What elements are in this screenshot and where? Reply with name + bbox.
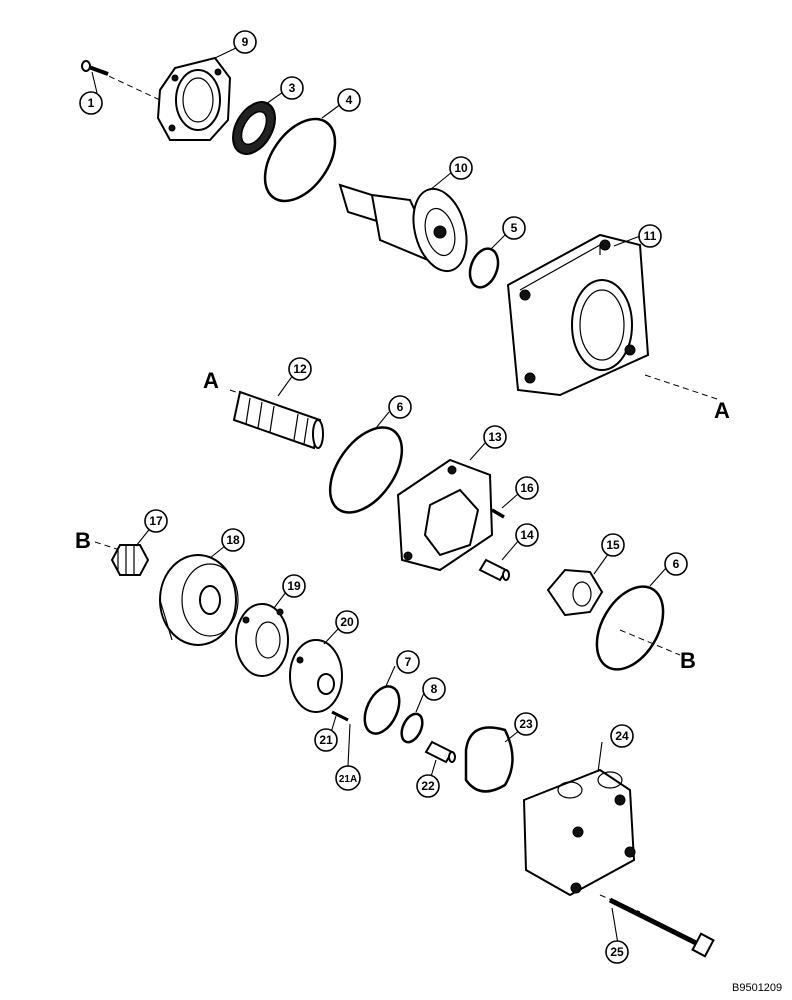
callout-8: 8	[422, 677, 446, 701]
callout-24: 24	[610, 724, 634, 748]
axis-line-a-right	[644, 374, 721, 401]
part-bolt-25	[608, 897, 715, 958]
axis-line-top	[99, 71, 161, 101]
callout-7: 7	[396, 650, 420, 674]
section-marker-a-right: A	[714, 398, 730, 423]
part-oring-6-upper	[328, 426, 404, 514]
part-ring-5	[468, 247, 500, 289]
svg-text:4: 4	[346, 93, 353, 107]
part-screw-1	[81, 60, 109, 76]
part-gear-17	[110, 544, 150, 576]
section-marker-a-left: A	[203, 368, 219, 393]
callout-15: 15	[601, 533, 625, 557]
callout-9: 9	[233, 30, 257, 54]
svg-text:6: 6	[673, 557, 680, 571]
svg-text:15: 15	[606, 538, 620, 552]
callout-12: 12	[288, 357, 312, 381]
svg-text:16: 16	[520, 481, 534, 495]
axis-line-b-right	[619, 629, 681, 656]
svg-text:25: 25	[610, 945, 624, 959]
section-marker-b-left: B	[75, 528, 91, 553]
part-plate-19	[235, 603, 289, 677]
part-pin-22	[424, 740, 456, 764]
part-plate-13	[396, 458, 494, 572]
callout-21a: 21A	[335, 765, 361, 791]
svg-text:12: 12	[293, 362, 307, 376]
part-star-gear-15	[546, 568, 604, 617]
document-id: B9501209	[732, 982, 782, 994]
part-bearing-cover-9	[156, 56, 232, 141]
svg-text:18: 18	[226, 533, 240, 547]
svg-text:11: 11	[644, 229, 657, 243]
callout-3: 3	[280, 76, 304, 100]
callout-4: 4	[337, 88, 361, 112]
svg-text:23: 23	[519, 717, 533, 731]
part-oring-6-lower	[595, 585, 665, 671]
callout-1: 1	[79, 91, 103, 115]
callout-23: 23	[514, 712, 538, 736]
svg-text:17: 17	[149, 514, 163, 528]
callout-16: 16	[515, 476, 539, 500]
part-seal-8	[400, 712, 424, 744]
callout-22: 22	[416, 774, 440, 798]
part-valve-plate-20	[289, 639, 343, 713]
callout-19: 19	[282, 574, 306, 598]
svg-text:3: 3	[289, 81, 296, 95]
callout-13: 13	[483, 425, 507, 449]
part-shaft-rotor-10	[338, 183, 468, 273]
svg-text:9: 9	[242, 35, 249, 49]
svg-text:8: 8	[431, 682, 438, 696]
callout-14: 14	[515, 523, 539, 547]
callout-25: 25	[605, 940, 629, 964]
part-seal-3	[232, 101, 276, 155]
callout-10: 10	[449, 156, 473, 180]
callout-5: 5	[502, 216, 526, 240]
svg-text:6: 6	[397, 400, 404, 414]
callout-6-lower: 6	[664, 552, 688, 576]
svg-text:20: 20	[340, 615, 354, 629]
svg-text:13: 13	[488, 430, 502, 444]
svg-text:14: 14	[520, 528, 534, 542]
svg-text:21A: 21A	[339, 774, 357, 785]
part-pin-16	[491, 508, 505, 519]
svg-text:7: 7	[405, 655, 412, 669]
callout-11: 11	[638, 224, 662, 248]
part-oring-4	[263, 117, 337, 203]
callout-6-upper: 6	[388, 395, 412, 419]
svg-text:21: 21	[319, 733, 333, 747]
svg-text:10: 10	[454, 161, 468, 175]
part-splined-shaft-12	[232, 390, 324, 450]
part-gasket-23	[464, 726, 514, 793]
callout-21: 21	[314, 728, 338, 752]
part-seal-7	[363, 685, 401, 735]
part-rotor-set-18	[159, 554, 239, 646]
svg-text:22: 22	[421, 779, 435, 793]
part-housing-11	[506, 233, 650, 397]
axis-line-b-left	[94, 541, 121, 551]
part-spring-21	[331, 710, 349, 722]
svg-text:5: 5	[511, 221, 518, 235]
part-dowel-14	[478, 558, 510, 582]
svg-text:1: 1	[88, 96, 95, 110]
callout-20: 20	[335, 610, 359, 634]
part-end-cover-24	[522, 768, 636, 897]
callout-17: 17	[144, 509, 168, 533]
section-marker-b-right: B	[680, 648, 696, 673]
svg-text:19: 19	[287, 579, 301, 593]
svg-text:24: 24	[615, 729, 629, 743]
callout-18: 18	[221, 528, 245, 552]
